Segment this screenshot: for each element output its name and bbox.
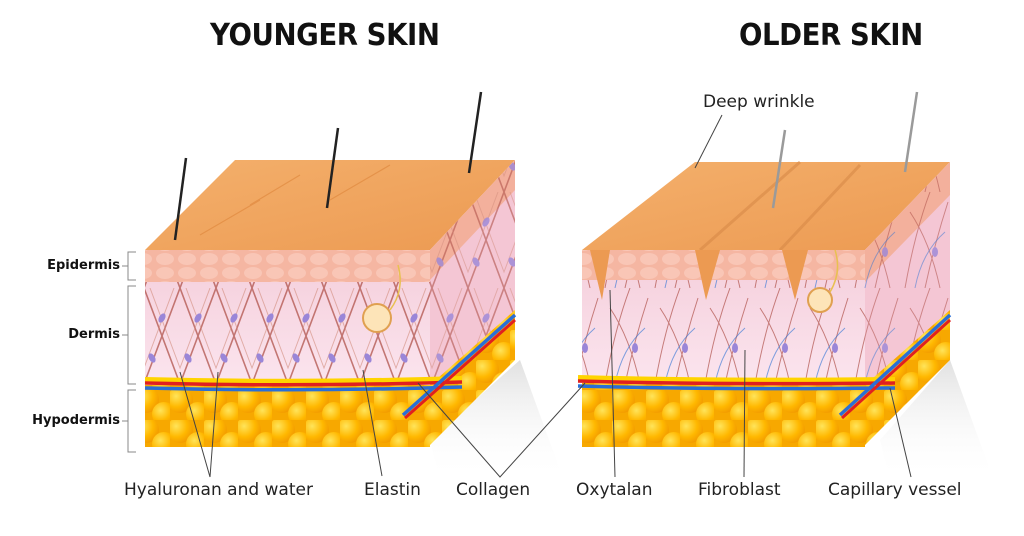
- label-hypodermis: Hypodermis: [32, 413, 120, 428]
- leader-lines: [179, 114, 912, 478]
- callout-oxytalan: Oxytalan: [576, 480, 653, 500]
- callout-elastin: Elastin: [364, 480, 421, 500]
- layer-brackets: [122, 251, 136, 453]
- older-skin-block: [577, 91, 990, 480]
- label-dermis: Dermis: [68, 327, 120, 342]
- callout-hyaluronan-and-water: Hyaluronan and water: [124, 480, 313, 500]
- older-skin-title: OLDER SKIN: [739, 18, 923, 53]
- callout-capillary-vessel: Capillary vessel: [828, 480, 962, 500]
- label-epidermis: Epidermis: [47, 258, 120, 273]
- younger-skin-block: [144, 91, 560, 480]
- younger-skin-title: YOUNGER SKIN: [210, 18, 440, 53]
- callout-fibroblast: Fibroblast: [698, 480, 781, 500]
- callout-deep-wrinkle: Deep wrinkle: [703, 92, 815, 112]
- callout-collagen: Collagen: [456, 480, 531, 500]
